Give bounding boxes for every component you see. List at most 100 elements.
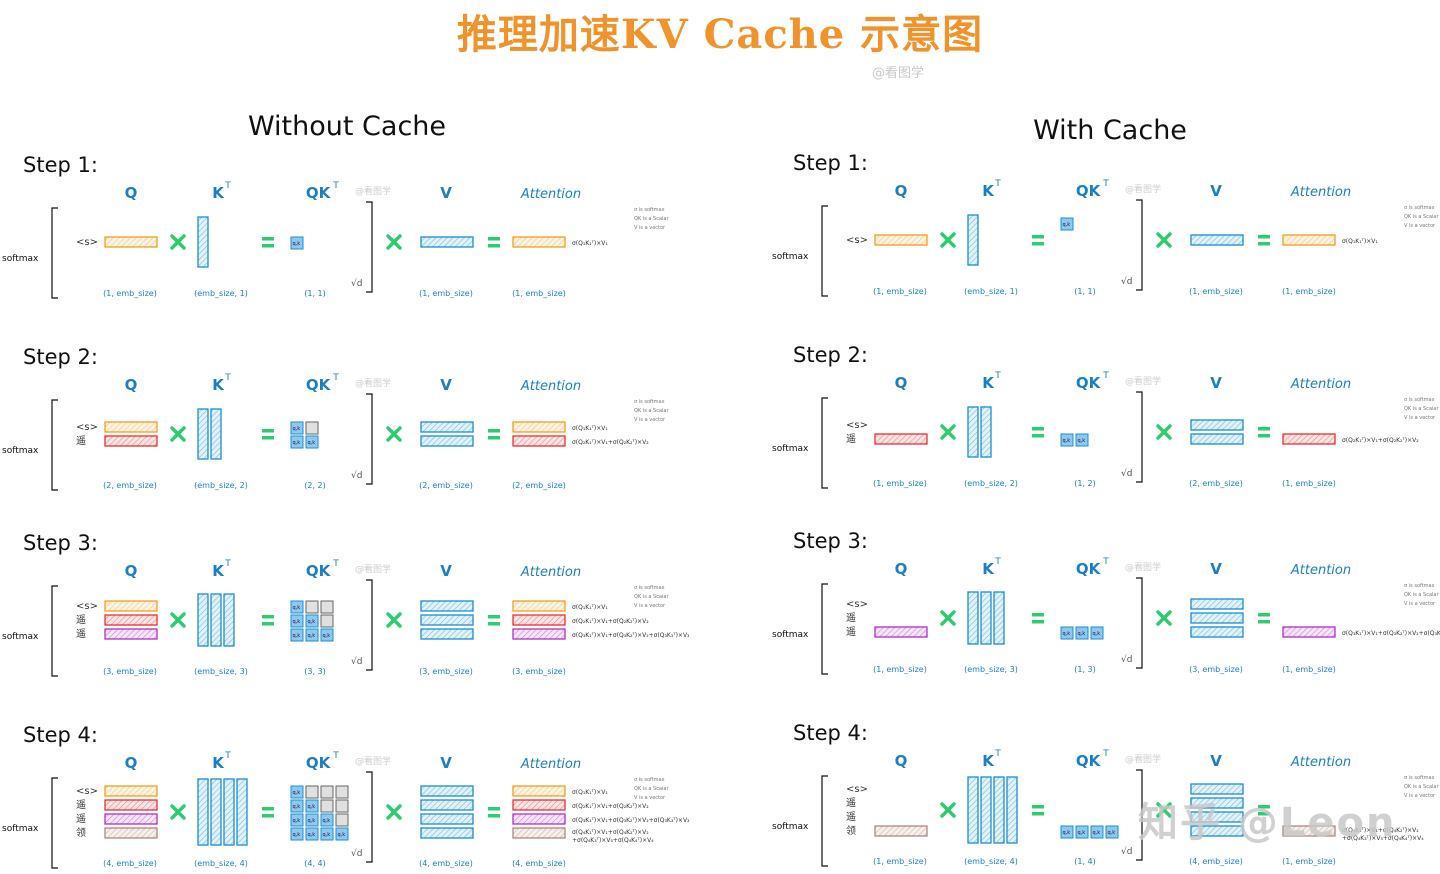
dim-label-without-step2-3: (2, emb_size) [419,481,473,490]
dim-label-with-step4-2: (1, 4) [1074,857,1096,866]
attention-bar-with-step2-0 [1282,433,1336,445]
dim-label-without-step4-3: (4, emb_size) [419,859,473,868]
attention-bar-without-step3-2 [512,628,566,640]
header-kt-sup-with-step2: T [994,371,1001,381]
qk-cell-without-step4-2-2 [320,813,334,827]
legend-with-step4-1: QK is a Scalar [1404,784,1439,790]
bracket-left-with-step3 [821,583,828,675]
token-label-without-step4-3: 领 [76,826,86,839]
multiply-op2-with-step1 [1156,232,1172,248]
watermark-small-without-step2: @看图学 [355,377,391,389]
dim-label-with-step1-0: (1, emb_size) [873,287,927,296]
header-kt-sup-with-step3: T [994,557,1001,567]
q-bar-without-step1-0 [104,236,158,248]
step-label-without-step1: Step 1: [23,153,98,177]
header-q-with-step3: Q [895,560,908,578]
dim-label-without-step2-1: (emb_size, 2) [194,481,248,490]
header-v-with-step3: V [1210,560,1222,578]
token-label-with-step4-2: 遥 [846,810,856,823]
kt-col-with-step3-1 [980,591,992,645]
header-kt-without-step2: K [212,376,225,394]
attention-bar-with-step4-0 [1282,825,1336,837]
softmax-label-without-step2: softmax [2,446,39,456]
header-q-without-step2: Q [125,376,138,394]
equals-op-without-step2 [262,436,274,440]
qk-cell-label-without-step3-2-1: q,k [308,633,316,639]
header-qk-sup-without-step3: T [332,559,339,569]
kt-col-with-step1-0 [967,214,979,266]
sqrt-d-label-with-step1: √d [1121,276,1132,287]
equals-op-without-step1 [262,244,274,248]
softmax-label-without-step4: softmax [2,824,39,834]
multiply-op-without-step2 [170,426,186,442]
q-bar-without-step4-3 [104,827,158,839]
header-attention-with-step4: Attention [1290,755,1351,770]
formula-without-step3-2: σ(Q₃K₁ᵀ)×V₁+σ(Q₃K₂ᵀ)×V₂+σ(Q₃K₃ᵀ)×V₃ [572,632,690,639]
equals-op2-with-step4 [1258,805,1270,809]
header-attention-without-step4: Attention [520,757,581,772]
dim-label-without-step4-4: (4, emb_size) [512,859,566,868]
bracket-left-without-step4 [51,777,58,869]
equals-op2-with-step2 [1258,434,1270,438]
token-label-with-step2-1: 遥 [846,432,856,445]
qk-cell-without-step4-3-3 [335,827,349,841]
dim-label-without-step3-3: (3, emb_size) [419,667,473,676]
token-label-with-step2-0: <s> [846,420,868,431]
qk-cell-label-without-step4-1-1: q,k [308,804,316,810]
qk-cell-with-step3-0-0 [1060,626,1074,640]
token-label-with-step4-1: 遥 [846,796,856,809]
kt-col-with-step4-2 [993,776,1005,844]
equals-op2-with-step1 [1258,235,1270,239]
attention-bar-without-step4-0 [512,785,566,797]
equals-op-with-step1 [1032,242,1044,246]
bracket-right-without-step1 [366,201,373,293]
header-v-without-step2: V [440,376,452,394]
equals-op2-without-step4 [488,814,500,818]
panel-heading-without: Without Cache [248,111,446,142]
softmax-label-with-step4: softmax [772,822,809,832]
kt-col-without-step3-1 [210,593,222,647]
token-label-with-step3-0: <s> [846,599,868,610]
qk-cell-label-with-step4-0-2: q,k [1093,830,1101,836]
dim-label-with-step3-1: (emb_size, 3) [964,665,1018,674]
qk-cell-without-step3-2-0 [290,628,304,642]
header-q-without-step1: Q [125,184,138,202]
multiply-op2-with-step4 [1156,802,1172,818]
attention-bar-without-step3-1 [512,614,566,626]
qk-cell-with-step4-0-3 [1105,825,1119,839]
v-bar-without-step2-1 [420,435,474,447]
header-kt-with-step2: K [982,374,995,392]
bracket-right-without-step4 [366,771,373,863]
legend-without-step4-0: σ is softmax [634,777,665,783]
legend-with-step3-2: V is a vector [1404,601,1436,607]
v-bar-with-step1-0 [1190,234,1244,246]
formula-with-step4-0b: +σ(Q₄K₃ᵀ)×V₃+σ(Q₄K₄ᵀ)×V₄ [1342,835,1424,842]
kt-col-without-step4-2 [223,778,235,846]
sqrt-d-label-without-step3: √d [351,656,362,667]
dim-label-without-step4-1: (emb_size, 4) [194,859,248,868]
bracket-right-with-step1 [1136,199,1143,291]
qk-cell-without-step2-0-1 [305,421,319,435]
qk-cell-without-step4-0-3 [335,785,349,799]
legend-without-step1-2: V is a vector [634,225,666,231]
legend-with-step4-2: V is a vector [1404,793,1436,799]
header-qk-sup-with-step2: T [1102,371,1109,381]
step-label-with-step1: Step 1: [793,151,868,175]
dim-label-with-step3-3: (3, emb_size) [1189,665,1243,674]
dim-label-with-step2-1: (emb_size, 2) [964,479,1018,488]
qk-cell-label-without-step4-2-2: q,k [323,818,331,824]
qk-cell-label-with-step1-0-0: q,k [1063,222,1071,228]
dim-label-without-step2-2: (2, 2) [304,481,326,490]
qk-cell-label-without-step4-3-2: q,k [323,832,331,838]
equals-op2-without-step3 [488,615,500,619]
qk-cell-without-step4-1-2 [320,799,334,813]
multiply-op2-with-step3 [1156,610,1172,626]
header-attention-with-step1: Attention [1290,185,1351,200]
qk-cell-with-step2-0-1 [1075,433,1089,447]
legend-with-step1-1: QK is a Scalar [1404,214,1439,220]
main-title: 推理加速KV Cache 示意图 [456,11,984,58]
q-bar-without-step4-1 [104,799,158,811]
qk-cell-without-step3-1-2 [320,614,334,628]
qk-cell-without-step4-3-2 [320,827,334,841]
token-label-without-step2-1: 遥 [76,434,86,447]
